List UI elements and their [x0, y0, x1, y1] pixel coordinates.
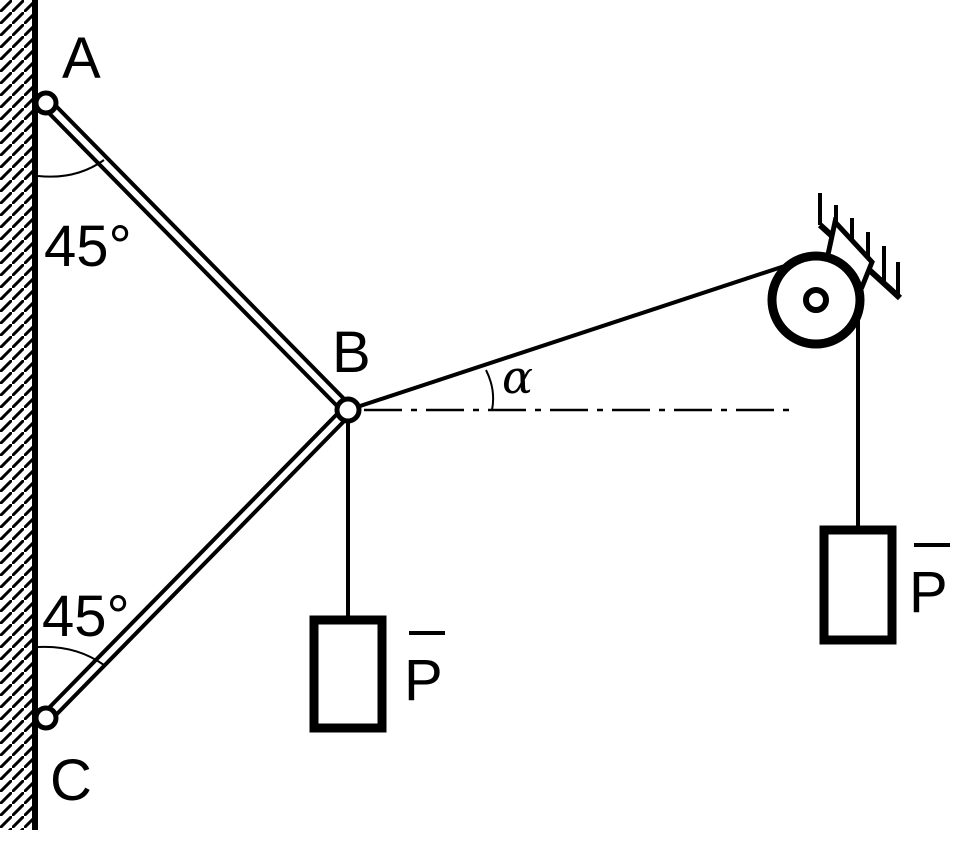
label-load-left: P: [404, 631, 445, 713]
angle-arc-bottom: [37, 645, 105, 666]
label-angle-top: 45°: [44, 214, 132, 279]
label-load-right-text: P: [909, 560, 948, 625]
label-load-right: P: [909, 543, 950, 625]
pulley: [767, 251, 865, 349]
pulley-axle: [803, 287, 829, 313]
label-angle-bottom: 45°: [42, 584, 130, 649]
angle-arc-top: [37, 159, 105, 178]
label-point-a: A: [62, 26, 101, 91]
hinge-b: [334, 396, 362, 424]
label-angle-alpha: α: [502, 350, 533, 404]
load-left-block: [309, 615, 387, 733]
label-point-c: C: [50, 748, 92, 813]
bars: [39, 96, 355, 725]
bar-ab-inner: [43, 100, 351, 413]
wall: [0, 0, 38, 830]
bar-cb-inner: [43, 407, 351, 721]
load-right-block: [819, 525, 897, 645]
label-load-left-text: P: [404, 648, 443, 713]
label-point-b: B: [332, 320, 371, 385]
angle-arc-alpha: [485, 369, 495, 411]
rope-b-to-pulley: [347, 254, 816, 412]
wall-hatching: [0, 0, 33, 830]
hinge-a: [33, 90, 59, 116]
hinge-c: [33, 705, 59, 731]
